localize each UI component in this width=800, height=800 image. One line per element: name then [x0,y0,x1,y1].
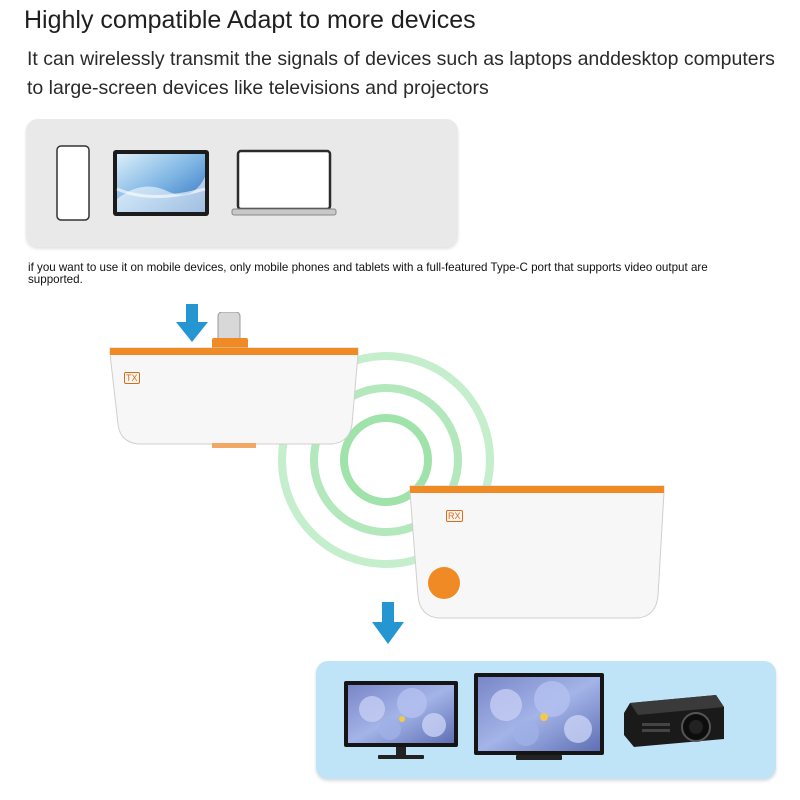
phone-icon [56,145,90,221]
tv-icon [474,673,604,760]
rx-dongle: RX [408,484,666,624]
rx-label: RX [446,510,463,522]
tx-label: TX [124,372,140,384]
down-arrow-icon [176,304,208,342]
wireless-signal-icon [278,352,494,568]
tablet-icon [113,150,209,216]
monitor-icon [344,681,458,759]
page-subtitle: It can wirelessly transmit the signals o… [27,48,775,99]
tx-dongle: TX [108,312,360,450]
source-devices-panel [26,119,458,247]
down-arrow-icon [372,602,404,644]
laptop-icon [231,149,337,216]
projector-icon [624,695,724,747]
mobile-compatibility-note: if you want to use it on mobile devices,… [28,261,708,286]
page-title: Highly compatible Adapt to more devices [24,6,476,34]
display-devices-panel [316,661,776,779]
